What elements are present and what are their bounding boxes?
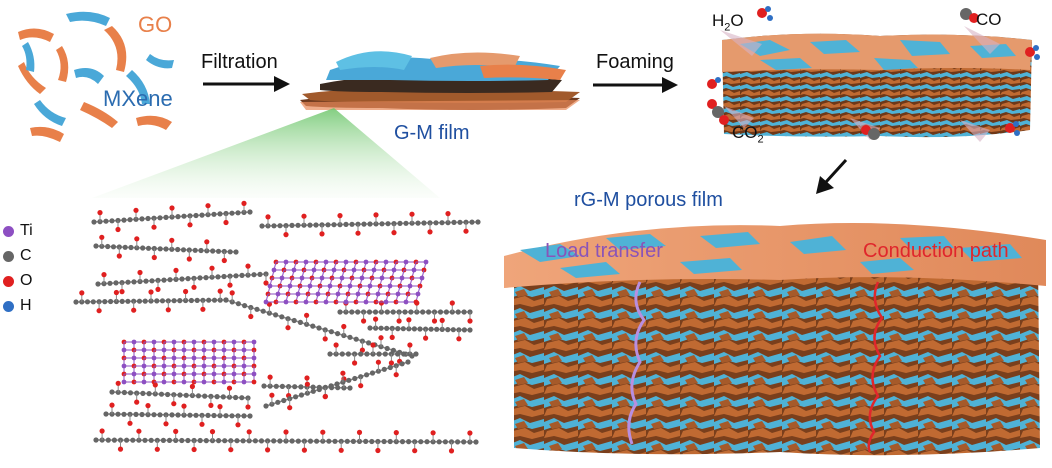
filtration-arrow	[203, 76, 290, 92]
co-molecule	[960, 8, 979, 23]
foaming-arrow	[593, 77, 678, 93]
h2o-molecule	[757, 6, 773, 21]
rgm-film-label: rG-M porous film	[574, 189, 723, 211]
co-molecule	[861, 125, 880, 140]
conduction-path-label: Conduction path	[863, 240, 1009, 262]
filtration-label: Filtration	[201, 51, 278, 73]
load-transfer-path	[627, 281, 646, 445]
go-flake	[80, 102, 118, 128]
co2-label: CO2	[732, 123, 764, 146]
rgm-porous-film	[504, 223, 1046, 456]
mxene-label: MXene	[103, 86, 173, 111]
h2o-molecule	[1025, 45, 1040, 60]
foamed-film	[722, 33, 1032, 138]
gm-film-stack	[300, 51, 580, 110]
foaming-label: Foaming	[596, 51, 674, 73]
go-flake	[30, 126, 64, 142]
o-atom-icon	[3, 275, 14, 287]
mxene-flake	[126, 70, 150, 104]
c-atom-icon	[3, 250, 14, 262]
go-flake	[136, 115, 172, 130]
zoom-highlight	[92, 108, 440, 198]
mxene-flake	[146, 54, 174, 69]
legend-item-c: C	[3, 247, 32, 265]
co2-molecule	[707, 99, 729, 125]
gas-molecules	[707, 6, 1040, 142]
mxene-flake	[34, 100, 66, 126]
mxene-flake	[74, 68, 104, 84]
go-flake	[56, 46, 69, 82]
mxene-flake	[22, 42, 35, 72]
load-transfer-label: Load transfer	[545, 240, 663, 262]
h-atom-icon	[3, 300, 14, 312]
molecular-structure	[73, 200, 481, 454]
go-flake	[18, 62, 46, 94]
conduction-path	[867, 281, 884, 453]
legend-item-h: H	[3, 297, 32, 315]
h2o-molecule	[707, 77, 721, 89]
go-mxene-flakes	[18, 11, 174, 142]
ti-atom-icon	[3, 225, 14, 237]
go-label: GO	[138, 12, 173, 37]
mxene-flake	[66, 11, 110, 26]
h2o-label: H2O	[712, 11, 744, 34]
down-arrow	[816, 158, 848, 194]
legend-item-ti: Ti	[3, 222, 33, 240]
go-flake	[18, 28, 54, 42]
h2o-molecule	[1005, 121, 1020, 136]
gm-film-label: G-M film	[394, 122, 470, 144]
go-flake	[104, 26, 127, 72]
co-label: CO	[976, 10, 1002, 29]
legend-item-o: O	[3, 272, 32, 290]
